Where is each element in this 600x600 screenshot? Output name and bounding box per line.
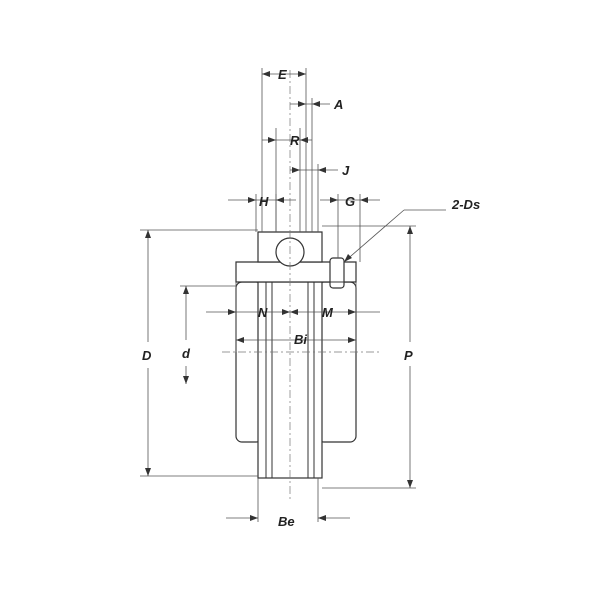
- label-G: G: [345, 194, 355, 209]
- label-E: E: [278, 67, 287, 82]
- label-M: M: [322, 305, 334, 320]
- label-A: A: [333, 97, 343, 112]
- label-N: N: [258, 305, 268, 320]
- dimension-labels: E A R J H G 2-Ds N M Bi D d P Be: [142, 67, 480, 529]
- set-screw: [329, 257, 345, 289]
- label-d: d: [182, 346, 191, 361]
- label-R: R: [290, 133, 300, 148]
- label-J: J: [342, 163, 350, 178]
- label-Bi: Bi: [294, 332, 307, 347]
- bearing-body: [235, 231, 357, 479]
- label-D: D: [142, 348, 152, 363]
- label-set-screw: 2-Ds: [451, 197, 480, 212]
- label-Be: Be: [278, 514, 295, 529]
- label-P: P: [404, 348, 413, 363]
- dimension-lines: [145, 71, 446, 521]
- label-H: H: [259, 194, 269, 209]
